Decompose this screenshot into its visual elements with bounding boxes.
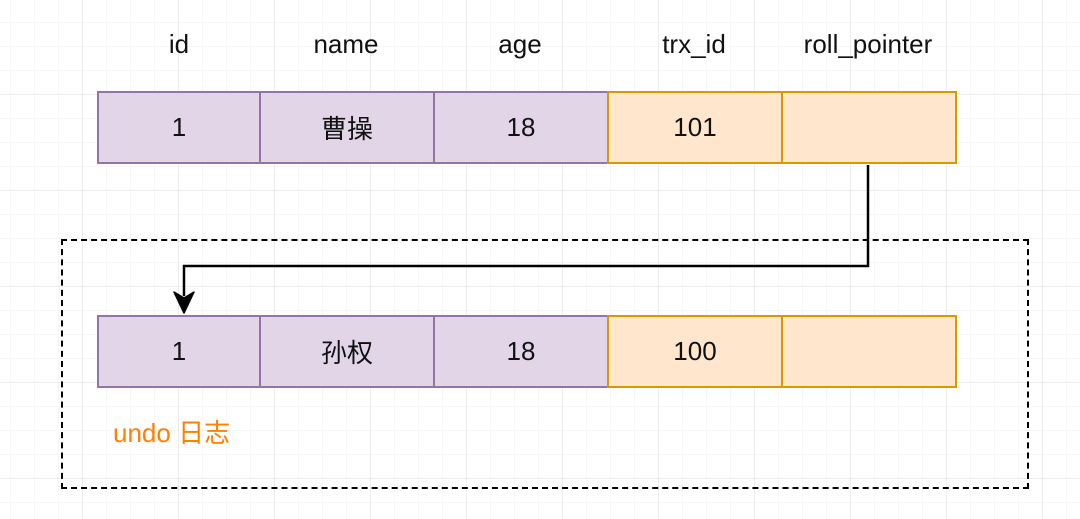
undo-log-label: undo 日志 <box>113 418 231 448</box>
header-name: name <box>313 29 379 59</box>
header-roll-pointer: roll_pointer <box>803 29 933 59</box>
current-roll-pointer-cell <box>781 91 957 164</box>
undo-log-container <box>61 239 1029 489</box>
undo-record-row: 1 孙权 18 100 <box>97 315 957 388</box>
current-record-row: 1 曹操 18 101 <box>97 91 957 164</box>
header-age: age <box>498 29 542 59</box>
header-trx-id: trx_id <box>662 29 726 59</box>
current-id-cell: 1 <box>97 91 261 164</box>
roll-pointer-connector-line <box>182 165 870 296</box>
undo-name-cell: 孙权 <box>259 315 435 388</box>
undo-trx-id-cell: 100 <box>607 315 783 388</box>
header-id: id <box>168 29 190 59</box>
undo-roll-pointer-cell <box>781 315 957 388</box>
undo-id-cell: 1 <box>97 315 261 388</box>
current-name-cell: 曹操 <box>259 91 435 164</box>
arrowhead-icon <box>173 291 195 314</box>
